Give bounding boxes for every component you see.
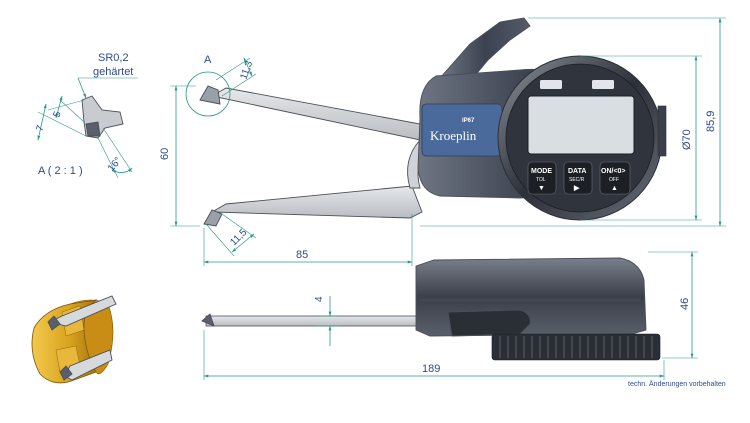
dim-11-5-label: 11,5 xyxy=(228,227,249,248)
detail-view-a: SR0,2 gehärtet 5 7 16° A ( 2 : 1 ) xyxy=(34,52,138,179)
illustration-upper-arm xyxy=(48,295,117,327)
dim-4-label: 4 xyxy=(314,296,325,302)
detail-a-marker-circle xyxy=(185,71,231,117)
arrow-right-icon: ▶ xyxy=(573,185,580,192)
on-off-button[interactable]: ON/<0> OFF ▲ xyxy=(599,161,631,195)
dim-60-label: 60 xyxy=(159,148,171,160)
footer-note: techn. Änderungen vorbehalten xyxy=(628,380,726,388)
dim-85-label: 85 xyxy=(296,249,308,261)
lcd-indicator-right xyxy=(592,80,614,89)
dim-diameter-70-label: Ø70 xyxy=(681,129,693,150)
dim-85-9-label: 85,9 xyxy=(705,111,717,132)
lcd-display xyxy=(527,95,635,155)
dim-46-label: 46 xyxy=(679,298,691,310)
radius-label: SR0,2 xyxy=(98,52,129,64)
side-knurled-ring xyxy=(491,333,661,361)
arrow-up-icon: ▲ xyxy=(611,185,618,192)
data-button-sub: SEC/R xyxy=(569,177,585,183)
mode-button-label: MODE xyxy=(531,168,552,175)
mode-button-sub: TOL xyxy=(536,177,546,183)
lower-measuring-arm xyxy=(210,185,423,219)
front-view: IP67 Kroeplin MODE TOL ▼ DATA SEC/R ▶ ON… xyxy=(159,17,726,266)
dim-7-label: 7 xyxy=(34,124,46,133)
dim-5-label: 5 xyxy=(51,110,63,119)
dim-189-label: 189 xyxy=(422,363,440,375)
upper-measuring-arm xyxy=(210,87,421,141)
ring-measurement-illustration xyxy=(31,295,117,384)
side-lever xyxy=(447,309,531,337)
side-measuring-rod xyxy=(205,315,433,327)
on-button-label: ON/<0> xyxy=(601,168,626,175)
brand-logo-text: Kroeplin xyxy=(430,128,477,143)
angle-16-label: 16° xyxy=(106,155,124,174)
data-button-label: DATA xyxy=(568,168,586,175)
upper-contact-tip xyxy=(199,85,221,105)
ip-rating: IP67 xyxy=(462,118,475,124)
mode-button[interactable]: MODE TOL ▼ xyxy=(527,161,557,195)
illustration-lower-arm xyxy=(63,349,113,381)
detail-scale-label: A ( 2 : 1 ) xyxy=(38,165,83,177)
arrow-down-icon: ▼ xyxy=(538,185,545,192)
dim-11-3-label: 11,3 xyxy=(238,59,255,81)
data-button[interactable]: DATA SEC/R ▶ xyxy=(563,161,593,195)
on-button-sub: OFF xyxy=(609,177,619,183)
side-view: 4 46 189 xyxy=(201,251,698,380)
view-marker-a: A xyxy=(204,54,212,66)
lcd-indicator-left xyxy=(540,80,562,89)
hardened-label: gehärtet xyxy=(93,66,133,78)
